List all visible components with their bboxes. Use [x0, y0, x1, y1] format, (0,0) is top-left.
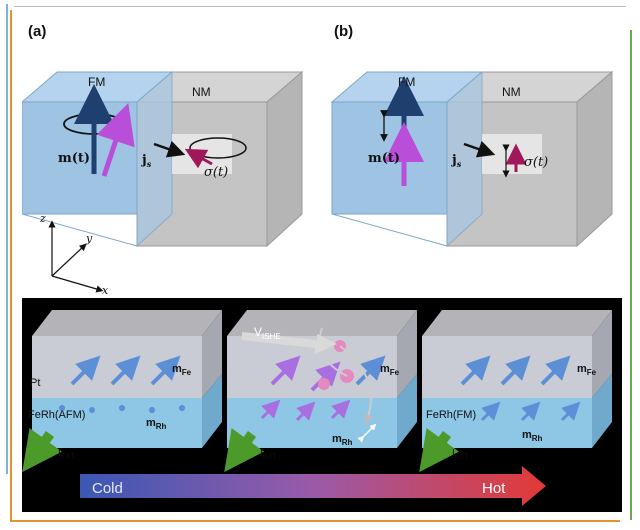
nm-block-side	[266, 70, 303, 248]
axis-x-label: x	[102, 284, 109, 296]
panel-a-label: (a)	[28, 23, 46, 40]
sample-block-cold	[22, 310, 222, 473]
spin-current-arrow-b	[463, 140, 496, 158]
nm-label-b: NM	[502, 85, 521, 99]
panel-a-diagram	[22, 70, 304, 248]
frame-gray-line	[14, 6, 626, 7]
panel-b-diagram	[330, 70, 614, 248]
temperature-gradient-arrow	[80, 466, 546, 506]
cold-label: Cold	[92, 480, 123, 497]
frame-blue-line	[6, 4, 8, 474]
sigma-t-label-a: σ(t)	[204, 165, 228, 180]
axis-z-label: z	[39, 212, 46, 225]
m-rh-label-1: mRh	[146, 417, 167, 431]
panel-b-label: (b)	[334, 23, 353, 40]
sigma-t-label-b: σ(t)	[524, 155, 548, 170]
m-rh-label-3: mRh	[522, 429, 543, 443]
sample-block-hot	[419, 310, 612, 473]
js-label-b: js	[451, 153, 462, 169]
v-ishe-arrow	[242, 332, 337, 354]
ferh-afm-label: FeRh(AFM)	[28, 409, 85, 421]
sample-block-transition	[224, 310, 417, 473]
m-t-label-b: m(t)	[368, 151, 400, 166]
frame-orange-line-bottom	[10, 520, 620, 522]
pt-label: Pt	[30, 377, 40, 389]
js-label-a: js	[141, 153, 152, 169]
m-fe-label-2: mFe	[380, 363, 400, 377]
coordinate-axes	[48, 220, 104, 293]
fm-label-a: FM	[88, 75, 105, 89]
nm-label-a: NM	[192, 85, 211, 99]
i-ext-label-2: IEXT	[260, 448, 277, 460]
fm-nm-interface	[136, 70, 173, 248]
ferh-fm-label: FeRh(FM)	[426, 409, 476, 421]
axis-y-label: y	[85, 232, 93, 245]
top-figure-panel: (a) FM NM m(t) js σ(t) z y x (b) FM NM m…	[22, 14, 622, 296]
electron-spin-3	[318, 378, 330, 390]
m-fe-label-3: mFe	[577, 363, 597, 377]
m-fe-label-1: mFe	[172, 363, 192, 377]
spin-accumulation-arrow-a	[184, 148, 213, 169]
magenta-arrow-fm	[96, 103, 135, 177]
spin-current-arrow-a	[153, 140, 186, 158]
fm-label-b: FM	[398, 75, 415, 89]
nm-block-side-b	[576, 70, 613, 248]
v-ishe-label: VISHE	[254, 325, 281, 341]
frame-green-line	[630, 30, 632, 520]
frame-orange-line	[10, 10, 12, 522]
hot-label: Hot	[482, 480, 506, 497]
m-rh-label-2: mRh	[332, 433, 353, 447]
bottom-figure-panel: Pt FeRh(AFM) mFe mRh IEXT VISHE mFe mRh …	[22, 298, 622, 512]
i-ext-label-1: IEXT	[58, 448, 75, 460]
i-ext-label-3: IEXT	[452, 448, 469, 460]
fm-nm-interface-b	[446, 70, 483, 248]
precession-ellipse-nm	[189, 137, 247, 159]
m-t-label-a: m(t)	[58, 151, 90, 166]
